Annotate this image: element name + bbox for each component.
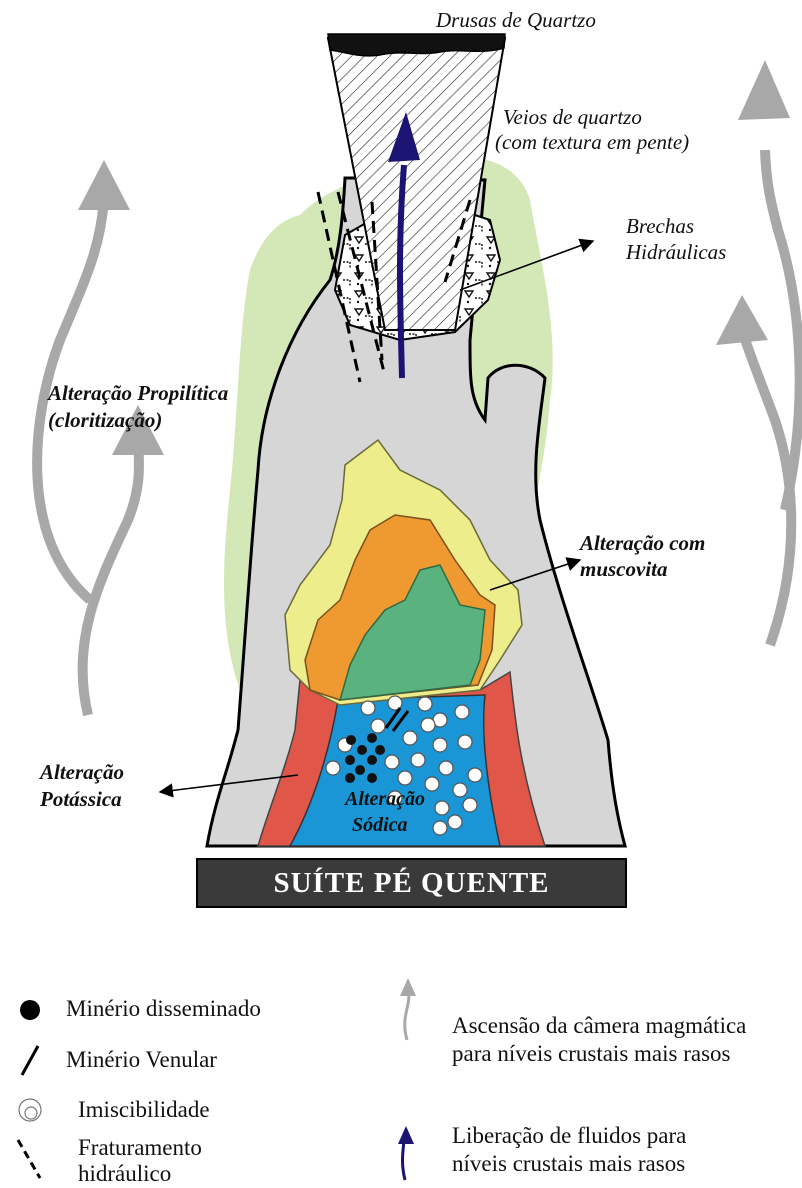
legend-fluid-symbol (398, 1126, 414, 1180)
label-potassica-line1: Alteração (40, 760, 124, 785)
label-brechas-line2: Hidráulicas (626, 240, 726, 265)
legend-imiscibilidade: Imiscibilidade (78, 1096, 210, 1124)
legend-fracture-symbol (18, 1140, 40, 1178)
label-muscovita-line2: muscovita (580, 557, 668, 582)
legend-ascensao-line2: para níveis crustais mais rasos (452, 1040, 730, 1068)
label-muscovita-line1: Alteração com (580, 531, 705, 556)
legend-venular-symbol (22, 1046, 38, 1075)
legend-ascensao-line1: Ascensão da câmera magmática (452, 1012, 746, 1040)
legend-venular: Minério Venular (66, 1046, 217, 1074)
label-propilitica-line1: Alteração Propilítica (48, 381, 228, 406)
label-sodica-line2: Sódica (352, 814, 408, 838)
label-propilitica-line2: (cloritização) (48, 408, 162, 433)
base-suite-block: SUÍTE PÉ QUENTE (196, 858, 627, 908)
legend-liberacao-line2: níveis crustais mais rasos (452, 1150, 685, 1178)
legend-immiscibility-symbol (19, 1099, 41, 1121)
label-veios-line2: (com textura em pente) (495, 130, 689, 155)
legend-ascension-symbol (400, 978, 416, 1040)
legend-disseminado: Minério disseminado (66, 995, 261, 1023)
legend-disseminated-symbol (20, 1000, 40, 1020)
label-drusas: Drusas de Quartzo (436, 8, 596, 33)
label-brechas-line1: Brechas (626, 214, 694, 239)
label-potassica-line2: Potássica (40, 787, 122, 812)
label-veios-line1: Veios de quartzo (503, 105, 642, 130)
legend-fraturamento-line2: hidráulico (78, 1160, 171, 1188)
label-sodica-line1: Alteração (345, 788, 425, 812)
legend-fraturamento-line1: Fraturamento (78, 1134, 202, 1162)
legend-liberacao-line1: Liberação de fluidos para (452, 1122, 686, 1150)
